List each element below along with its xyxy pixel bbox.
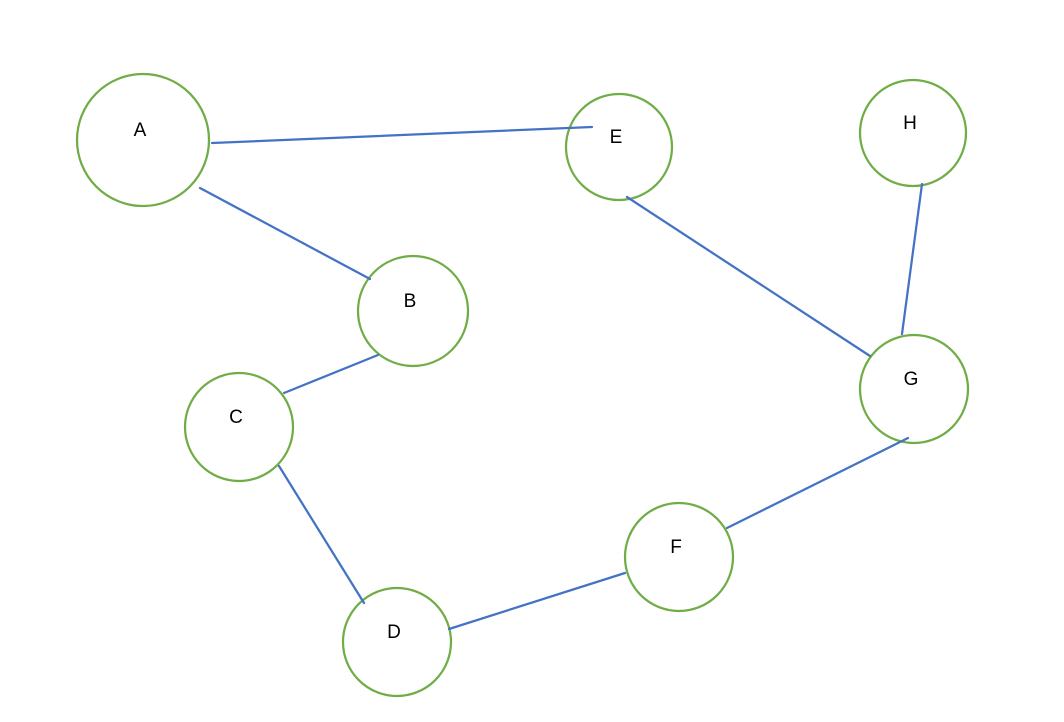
- edge-D-F: [447, 571, 627, 631]
- edge-C-D: [277, 464, 366, 605]
- node-B: [356, 254, 470, 368]
- edge-A-B: [198, 186, 372, 281]
- node-F: [623, 501, 735, 613]
- edge-F-G: [725, 436, 910, 530]
- edge-E-G: [625, 195, 872, 358]
- node-A: [75, 72, 211, 208]
- node-A-label: A: [134, 120, 147, 141]
- node-C: [183, 371, 295, 483]
- node-H-label: H: [903, 113, 917, 134]
- node-G-label: G: [904, 369, 919, 390]
- edge-B-C: [282, 353, 380, 395]
- node-H: [858, 78, 968, 188]
- edge-H-G: [900, 182, 924, 336]
- node-E: [564, 92, 674, 202]
- node-F-label: F: [670, 537, 682, 558]
- node-C-label: C: [229, 407, 243, 428]
- node-E-label: E: [610, 127, 623, 148]
- node-B-label: B: [404, 291, 417, 312]
- node-D-label: D: [387, 622, 401, 643]
- node-G: [858, 333, 970, 445]
- edge-A-E: [210, 125, 594, 145]
- node-D: [341, 586, 453, 698]
